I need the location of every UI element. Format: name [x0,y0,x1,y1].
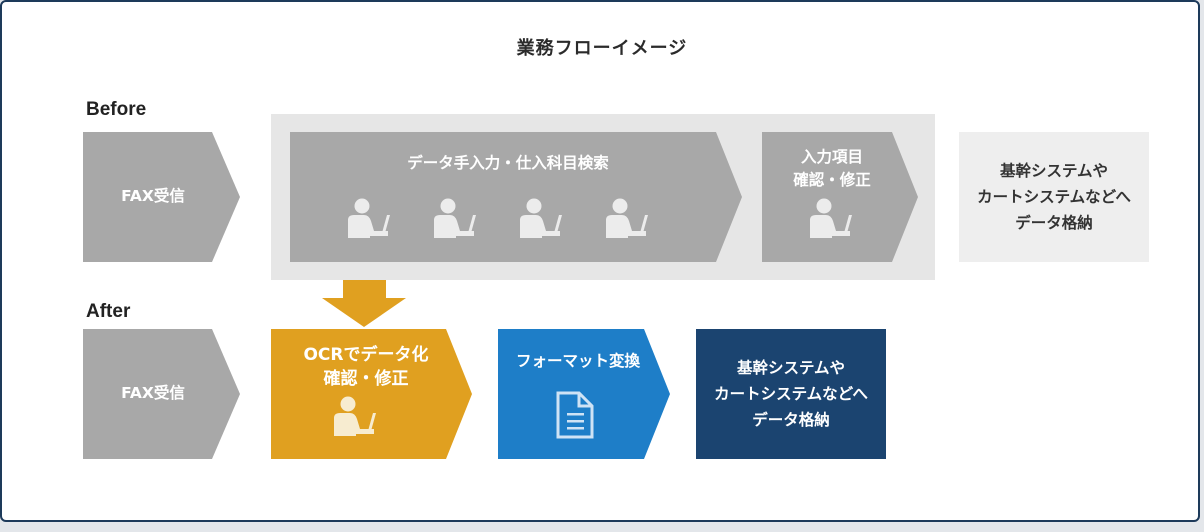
format-label: フォーマット変換 [515,352,640,370]
after-fax-step [83,329,240,459]
before-storage-box [959,132,1149,262]
ocr-label: OCRでデータ化確認・修正 [303,345,429,389]
ocr-step [271,329,472,459]
check-step [762,132,918,262]
data-entry-label: データ手入力・仕入科目検索 [407,154,609,172]
before-section-label: Before [86,99,147,120]
before-fax-label: FAX受信 [121,187,185,205]
after-storage-label: 基幹システムやカートシステムなどへデータ格納 [714,359,868,429]
check-label: 入力項目確認・修正 [793,148,871,189]
before-fax-step [83,132,240,262]
down-arrow-icon [322,280,406,327]
format-step [498,329,670,459]
document-icon [556,391,594,439]
after-fax-label: FAX受信 [121,384,185,402]
after-section-label: After [86,301,131,322]
after-storage-box [696,329,886,459]
before-storage-label: 基幹システムやカートシステムなどへデータ格納 [977,162,1131,232]
diagram-title: 業務フローイメージ [516,38,688,59]
